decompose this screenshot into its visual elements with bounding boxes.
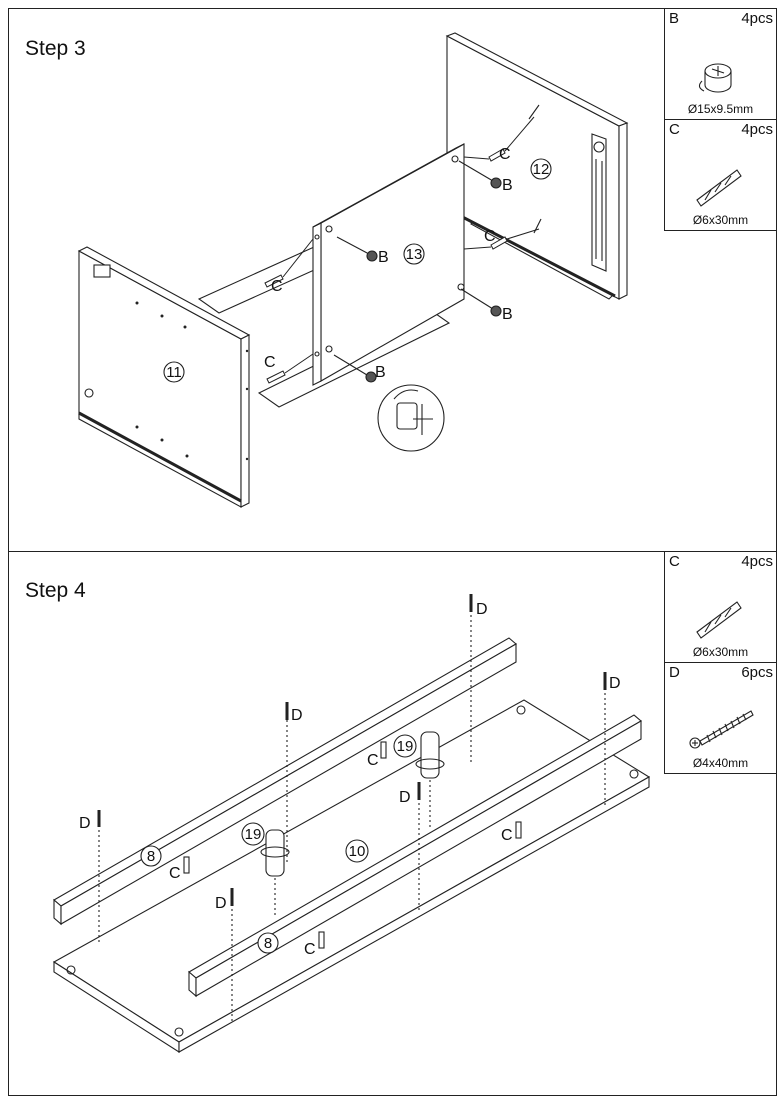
label-c: C — [271, 278, 283, 295]
label-c: C — [169, 865, 181, 882]
dowel-c-group — [183, 741, 522, 949]
svg-text:8: 8 — [147, 848, 155, 865]
part-d: D 6pcs Ø4x40mm — [665, 663, 776, 773]
svg-text:10: 10 — [349, 843, 366, 860]
knob-19-group — [260, 731, 445, 918]
part-badge-19: 19 — [393, 734, 417, 758]
part-badge-8: 8 — [140, 845, 162, 867]
part-quantity: 4pcs — [741, 121, 773, 138]
cam-lock-icon — [698, 63, 732, 93]
screw-d-group — [97, 594, 607, 1022]
step-3-diagram: C C C C B B B B 11 12 13 — [77, 32, 629, 508]
part-quantity: 4pcs — [741, 10, 773, 27]
label-d: D — [215, 895, 227, 912]
part-letter: B — [669, 10, 680, 27]
part-c: C 4pcs Ø6x30mm — [665, 120, 776, 230]
part-badge-10: 10 — [345, 839, 369, 863]
part-size: Ø15x9.5mm — [687, 102, 754, 116]
svg-text:19: 19 — [397, 738, 414, 755]
rail-8-back-shape — [53, 637, 517, 926]
label-c: C — [304, 941, 316, 958]
label-d: D — [291, 707, 303, 724]
label-c: C — [484, 228, 496, 245]
panel-badge-12: 12 — [530, 158, 552, 180]
screw-group — [528, 104, 542, 234]
label-c: C — [367, 752, 379, 769]
part-size: Ø4x40mm — [692, 756, 749, 770]
part-letter: C — [669, 121, 680, 138]
label-d: D — [609, 675, 621, 692]
svg-text:8: 8 — [264, 935, 272, 952]
label-b: B — [502, 177, 513, 194]
label-c: C — [264, 354, 276, 371]
step-4-parts-list: C 4pcs Ø6x30mm D 6pcs Ø4x — [664, 552, 776, 774]
part-letter: C — [669, 553, 680, 570]
part-c: C 4pcs Ø6x30mm — [665, 552, 776, 663]
label-d: D — [476, 601, 488, 618]
label-d: D — [399, 789, 411, 806]
step-4-diagram: D D D D D D C C C C 8 8 10 19 19 — [52, 594, 651, 1054]
panel-badge-13: 13 — [403, 243, 425, 265]
label-c: C — [501, 827, 513, 844]
panel-badge-11: 11 — [163, 361, 185, 383]
svg-text:11: 11 — [166, 364, 182, 381]
step-3-title: Step 3 — [25, 37, 86, 60]
part-badge-8: 8 — [257, 932, 279, 954]
part-quantity: 4pcs — [741, 553, 773, 570]
label-c: C — [499, 146, 511, 163]
wooden-dowel-icon — [696, 601, 742, 639]
svg-text:13: 13 — [406, 246, 423, 263]
wooden-dowel-icon — [696, 169, 742, 207]
label-d: D — [79, 815, 91, 832]
part-b: B 4pcs Ø15x9.5mm — [665, 9, 776, 120]
label-b: B — [502, 306, 513, 323]
svg-text:19: 19 — [245, 826, 262, 843]
dowel-c-group — [264, 116, 540, 384]
step-4-title: Step 4 — [25, 579, 86, 602]
panel-13-shape — [312, 143, 465, 386]
label-b: B — [378, 249, 389, 266]
base-panel-10-shape — [52, 699, 651, 1054]
panel-11-shape — [77, 246, 251, 508]
part-badge-19: 19 — [241, 822, 265, 846]
part-quantity: 6pcs — [741, 664, 773, 681]
step-4-panel: Step 4 — [8, 551, 777, 1096]
part-size: Ø6x30mm — [692, 213, 749, 227]
svg-text:12: 12 — [533, 161, 550, 178]
step-3-parts-list: B 4pcs Ø15x9.5mm C 4pcs Ø6x30mm — [664, 9, 776, 231]
step-3-panel: Step 3 — [8, 8, 777, 552]
cam-lock-b-group — [333, 160, 502, 452]
screw-icon — [689, 710, 754, 749]
label-b: B — [375, 364, 386, 381]
part-size: Ø6x30mm — [692, 645, 749, 659]
part-letter: D — [669, 664, 680, 681]
